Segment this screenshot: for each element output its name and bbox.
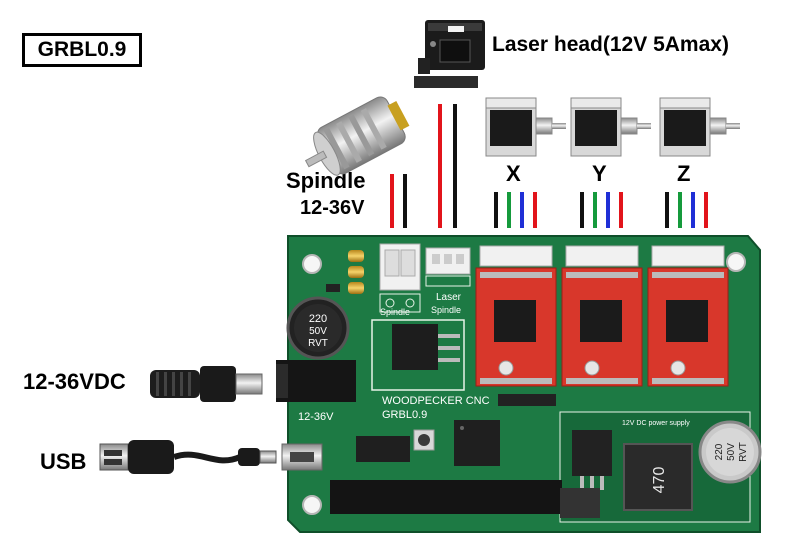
yellow-capacitors xyxy=(326,250,364,294)
stepper-z-wires xyxy=(665,192,708,228)
cap-left-line3: RVT xyxy=(308,338,328,349)
silk-brand-line1: WOODPECKER CNC xyxy=(382,395,490,407)
cap-left-line2: 50V xyxy=(309,326,327,337)
pin-header-bottom xyxy=(330,480,562,514)
axis-x-label: X xyxy=(506,161,521,186)
laser-head-icon xyxy=(414,20,485,88)
cap-right-line3: RVT xyxy=(738,442,749,462)
stepper-motor-z-icon xyxy=(659,97,740,157)
stepper-x-wires xyxy=(494,192,537,228)
mini-usb-port xyxy=(281,443,323,471)
cap-right-line1: 220 xyxy=(714,443,725,460)
ic-chip xyxy=(356,436,410,462)
inductor-value: 470 xyxy=(651,467,668,494)
axis-y-label: Y xyxy=(592,161,607,186)
capacitor-right xyxy=(698,420,762,484)
power-input-label: 12-36VDC xyxy=(23,369,126,394)
spindle-voltage-label: 12-36V xyxy=(300,197,365,219)
stepper-y-wires xyxy=(580,192,623,228)
laser-connector xyxy=(425,247,471,287)
power-supply-module xyxy=(560,430,693,518)
silk-laser: Laser xyxy=(436,292,462,303)
usb-cable-icon xyxy=(99,440,277,474)
cap-right-line2: 50V xyxy=(726,443,737,461)
stepper-motor-x-icon xyxy=(485,97,566,157)
stepper-driver-y xyxy=(561,245,643,387)
silk-laser-spindle: Spindle xyxy=(431,305,461,315)
laser-wires xyxy=(438,104,457,228)
capacitor-left xyxy=(286,296,350,360)
grbl-version-badge: GRBL0.9 xyxy=(22,33,142,67)
stepper-motor-y-icon xyxy=(570,97,651,157)
laser-head-label: Laser head(12V 5Amax) xyxy=(492,33,729,56)
cap-left-line1: 220 xyxy=(309,313,327,325)
dc-power-plug-icon xyxy=(150,366,263,402)
usb-label: USB xyxy=(40,449,87,474)
spindle-label: Spindle xyxy=(286,168,366,193)
spindle-connector xyxy=(379,243,421,313)
spindle-motor-icon xyxy=(304,96,410,176)
psu-label: 12V DC power supply xyxy=(622,420,690,427)
stepper-driver-x xyxy=(475,245,557,387)
microcontroller xyxy=(454,420,500,466)
stepper-driver-z xyxy=(647,245,729,387)
silk-spindle: Spindle xyxy=(380,307,410,317)
power-jack xyxy=(276,360,356,402)
silk-brand-line2: GRBL0.9 xyxy=(382,409,427,421)
voltage-regulator xyxy=(392,324,460,370)
spindle-wires xyxy=(390,174,407,228)
pin-header-top xyxy=(498,394,556,406)
silk-voltage: 12-36V xyxy=(298,411,334,423)
axis-z-label: Z xyxy=(677,161,691,186)
reset-button xyxy=(413,429,435,451)
